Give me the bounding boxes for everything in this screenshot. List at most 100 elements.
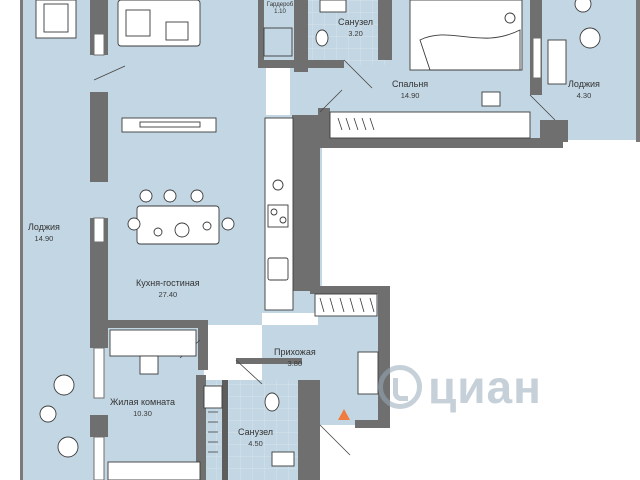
- room-name: Жилая комната: [110, 397, 176, 407]
- room-label-loggia-left: Лоджия 14.90: [28, 221, 60, 245]
- window-left-2: [93, 217, 105, 243]
- window-left-1: [93, 33, 105, 56]
- room-label-loggia-right: Лоджия 4.30: [568, 78, 600, 102]
- entrance-triangle-icon: [338, 409, 350, 420]
- room-label-hallway: Прихожая 3.80: [274, 346, 316, 370]
- washing-machine: [203, 385, 223, 409]
- room-area: 27.40: [158, 290, 178, 299]
- wall-bath-bottom-left: [196, 375, 206, 480]
- room-label-living-room: Жилая комната 10.30: [110, 396, 175, 420]
- wall-kitchen-right: [292, 115, 320, 291]
- living-desk: [109, 329, 197, 357]
- loggia-right-shelf: [547, 39, 567, 85]
- window-left-4: [93, 436, 105, 480]
- hangers-hallway: [319, 297, 375, 313]
- door-kitchen-top: [93, 65, 126, 81]
- wall-corridor-left-upper: [318, 108, 330, 148]
- watermark-text: циан: [428, 361, 542, 413]
- wall-corridor-bottom: [318, 138, 563, 148]
- watermark: циан: [378, 352, 578, 422]
- room-area: 3.80: [287, 359, 303, 368]
- living-bed: [107, 461, 201, 480]
- dining-chair-3: [190, 189, 204, 203]
- hangers-bath-bottom: [208, 411, 218, 453]
- cian-logo-icon: [378, 365, 422, 409]
- walls: [20, 0, 640, 480]
- dining-plate-1: [153, 227, 163, 237]
- room-name: Лоджия: [28, 222, 60, 232]
- bedroom-desk-chair: [481, 91, 501, 107]
- room-name: Прихожая: [274, 347, 316, 357]
- hanger-marks: [208, 117, 375, 453]
- bedside-lamp: [504, 12, 516, 24]
- stove-burner-1: [270, 208, 278, 216]
- door-bedroom: [319, 89, 343, 113]
- wall-bath-bottom-top: [236, 358, 302, 364]
- living-chair: [139, 355, 159, 375]
- bath-bottom-sink: [271, 451, 295, 467]
- room-name: Санузел: [338, 17, 374, 27]
- sofa-top-cushion-1: [125, 9, 151, 37]
- dining-chair-1: [139, 189, 153, 203]
- door-loggia-right: [529, 94, 556, 121]
- bedroom-wardrobe: [329, 111, 531, 139]
- loggia-rack-inner: [43, 3, 69, 33]
- hallway-cabinet: [357, 351, 379, 395]
- wall-loggia-right-bottom: [540, 120, 568, 142]
- room-area: 3.20: [348, 29, 363, 38]
- wall-wardrobe-left: [258, 0, 264, 60]
- door-bath-top: [343, 59, 373, 89]
- loggia-right-chair: [574, 0, 592, 13]
- bath-top-toilet: [315, 29, 329, 47]
- wall-bath-top-bottom: [294, 60, 344, 68]
- bath-top-sink: [319, 0, 347, 13]
- room-name: Санузел: [238, 427, 274, 437]
- bath-bottom-toilet: [264, 392, 280, 412]
- room-area: 10.30: [133, 409, 152, 418]
- wall-hallway-bottom: [355, 420, 390, 428]
- window-left-3: [93, 347, 105, 399]
- wall-loggia-left-outer: [20, 0, 23, 480]
- wall-left-3: [90, 218, 108, 348]
- room-label-wardrobe: Гардероб 1.10: [262, 2, 298, 16]
- room-area: 14.90: [34, 234, 54, 243]
- hangers-bedroom: [337, 117, 375, 131]
- room-area: 4.30: [576, 91, 592, 100]
- kitchen-sink: [267, 257, 289, 281]
- wall-bath-top-left: [294, 0, 308, 72]
- dining-chair-2: [163, 189, 177, 203]
- room-name: Гардероб: [266, 2, 294, 8]
- loggia-chair-2: [57, 436, 79, 458]
- kitchen-counter: [264, 117, 294, 311]
- loggia-table: [39, 405, 57, 423]
- room-area: 14.90: [400, 91, 420, 100]
- hallway-wardrobe: [314, 293, 378, 317]
- door-bath-bottom: [235, 359, 263, 385]
- wall-bath-bottom-inner: [222, 380, 228, 480]
- wardrobe-shelf: [263, 27, 293, 57]
- loggia-left-floor: [22, 0, 94, 480]
- room-name: Кухня-гостиная: [136, 278, 200, 288]
- room-label-kitchen-living: Кухня-гостиная 27.40: [136, 277, 200, 301]
- bed-blanket: [419, 29, 521, 71]
- dining-plate-2: [174, 222, 190, 238]
- tv-screen: [139, 121, 201, 128]
- room-name: Спальня: [392, 79, 429, 89]
- stove-burner-2: [279, 216, 287, 224]
- loggia-chair-1: [53, 374, 75, 396]
- wardrobe-floor: [260, 0, 300, 68]
- room-label-bathroom-top: Санузел 3.20: [338, 16, 373, 40]
- room-area: 1.10: [274, 9, 286, 15]
- wall-hallway-top: [310, 286, 390, 294]
- wall-living-right: [198, 320, 208, 370]
- wall-living-top: [94, 320, 206, 328]
- room-label-bedroom: Спальня 14.90: [392, 78, 428, 102]
- dining-table: [136, 205, 220, 245]
- room-area: 4.50: [248, 439, 263, 448]
- kitchen-living-floor: [94, 0, 266, 325]
- sofa-top-cushion-2: [165, 21, 189, 41]
- sofa-top: [117, 0, 201, 47]
- wall-bath-top-right: [378, 0, 392, 60]
- dining-plate-3: [202, 221, 212, 231]
